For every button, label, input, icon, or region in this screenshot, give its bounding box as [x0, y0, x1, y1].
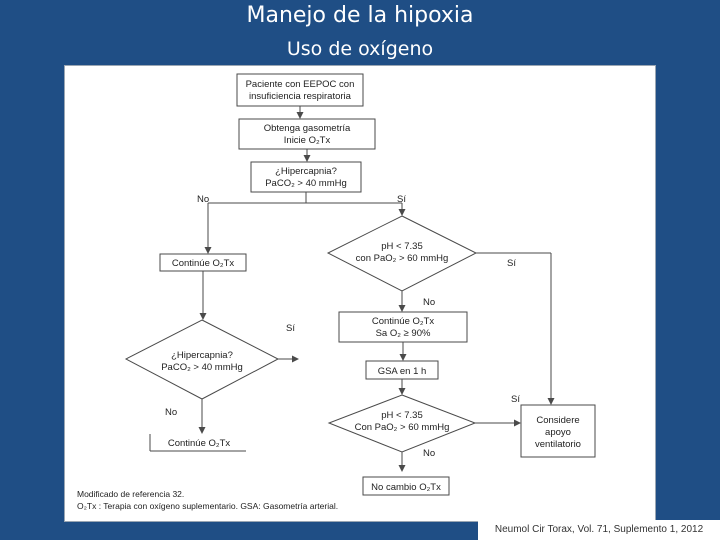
continue-mid-line-1: Continúe O₂Tx [372, 316, 435, 327]
label-no-4: No [423, 448, 435, 459]
gasometry-node [238, 118, 376, 150]
footnote-1: Modificado de referencia 32. [77, 489, 184, 499]
ph2-line-1: pH < 7.35 [381, 410, 422, 421]
slide-title: Manejo de la hipoxia [246, 3, 474, 28]
vent-line-2: apoyo [545, 427, 571, 438]
hypercapnia1-line-1: ¿Hipercapnia? [275, 166, 337, 177]
ph1-line-2: con PaO₂ > 60 mmHg [356, 253, 449, 264]
vent-line-1: Considere [536, 415, 579, 426]
label-no-1: No [197, 194, 209, 205]
flowchart-diagram: Paciente con EEPOC con insuficiencia res… [77, 73, 596, 511]
ventilatory-support-node [520, 404, 596, 458]
no-change-node [362, 476, 450, 496]
continue-left-text: Continúe O₂Tx [172, 258, 235, 269]
footnote-2: O₂Tx : Terapia con oxígeno suplementario… [77, 501, 338, 511]
label-yes-2: Sí [507, 258, 516, 269]
citation: Neumol Cir Torax, Vol. 71, Suplemento 1,… [478, 520, 720, 540]
start-line-1: Paciente con EEPOC con [246, 79, 355, 90]
label-no-3: No [165, 407, 177, 418]
label-no-2: No [423, 297, 435, 308]
hypercapnia2-line-2: PaCO₂ > 40 mmHg [161, 362, 243, 373]
ph2-line-2: Con PaO₂ > 60 mmHg [355, 422, 450, 433]
continue-mid-line-2: Sa O₂ ≥ 90% [376, 328, 431, 339]
gsa-text: GSA en 1 h [378, 366, 427, 377]
label-yes-4: Sí [511, 394, 520, 405]
continue-mid-node [338, 311, 468, 343]
hypercapnia1-line-2: PaCO₂ > 40 mmHg [265, 178, 347, 189]
vent-line-3: ventilatorio [535, 439, 581, 450]
gasometry-line-2: Inicie O₂Tx [284, 135, 331, 146]
ph1-line-1: pH < 7.35 [381, 241, 422, 252]
start-node [236, 73, 364, 107]
no-change-text: No cambio O₂Tx [371, 482, 441, 493]
start-line-2: insuficiencia respiratoria [249, 91, 352, 102]
slide-subtitle: Uso de oxígeno [286, 38, 434, 60]
label-yes-3: Sí [286, 323, 295, 334]
continue-bottom-text: Continúe O₂Tx [168, 438, 231, 449]
label-yes-1: Sí [397, 194, 406, 205]
hypercapnia1-node [250, 161, 362, 193]
hypercapnia2-line-1: ¿Hipercapnia? [171, 350, 233, 361]
flowchart-panel: Paciente con EEPOC con insuficiencia res… [64, 65, 656, 522]
gasometry-line-1: Obtenga gasometría [264, 123, 351, 134]
